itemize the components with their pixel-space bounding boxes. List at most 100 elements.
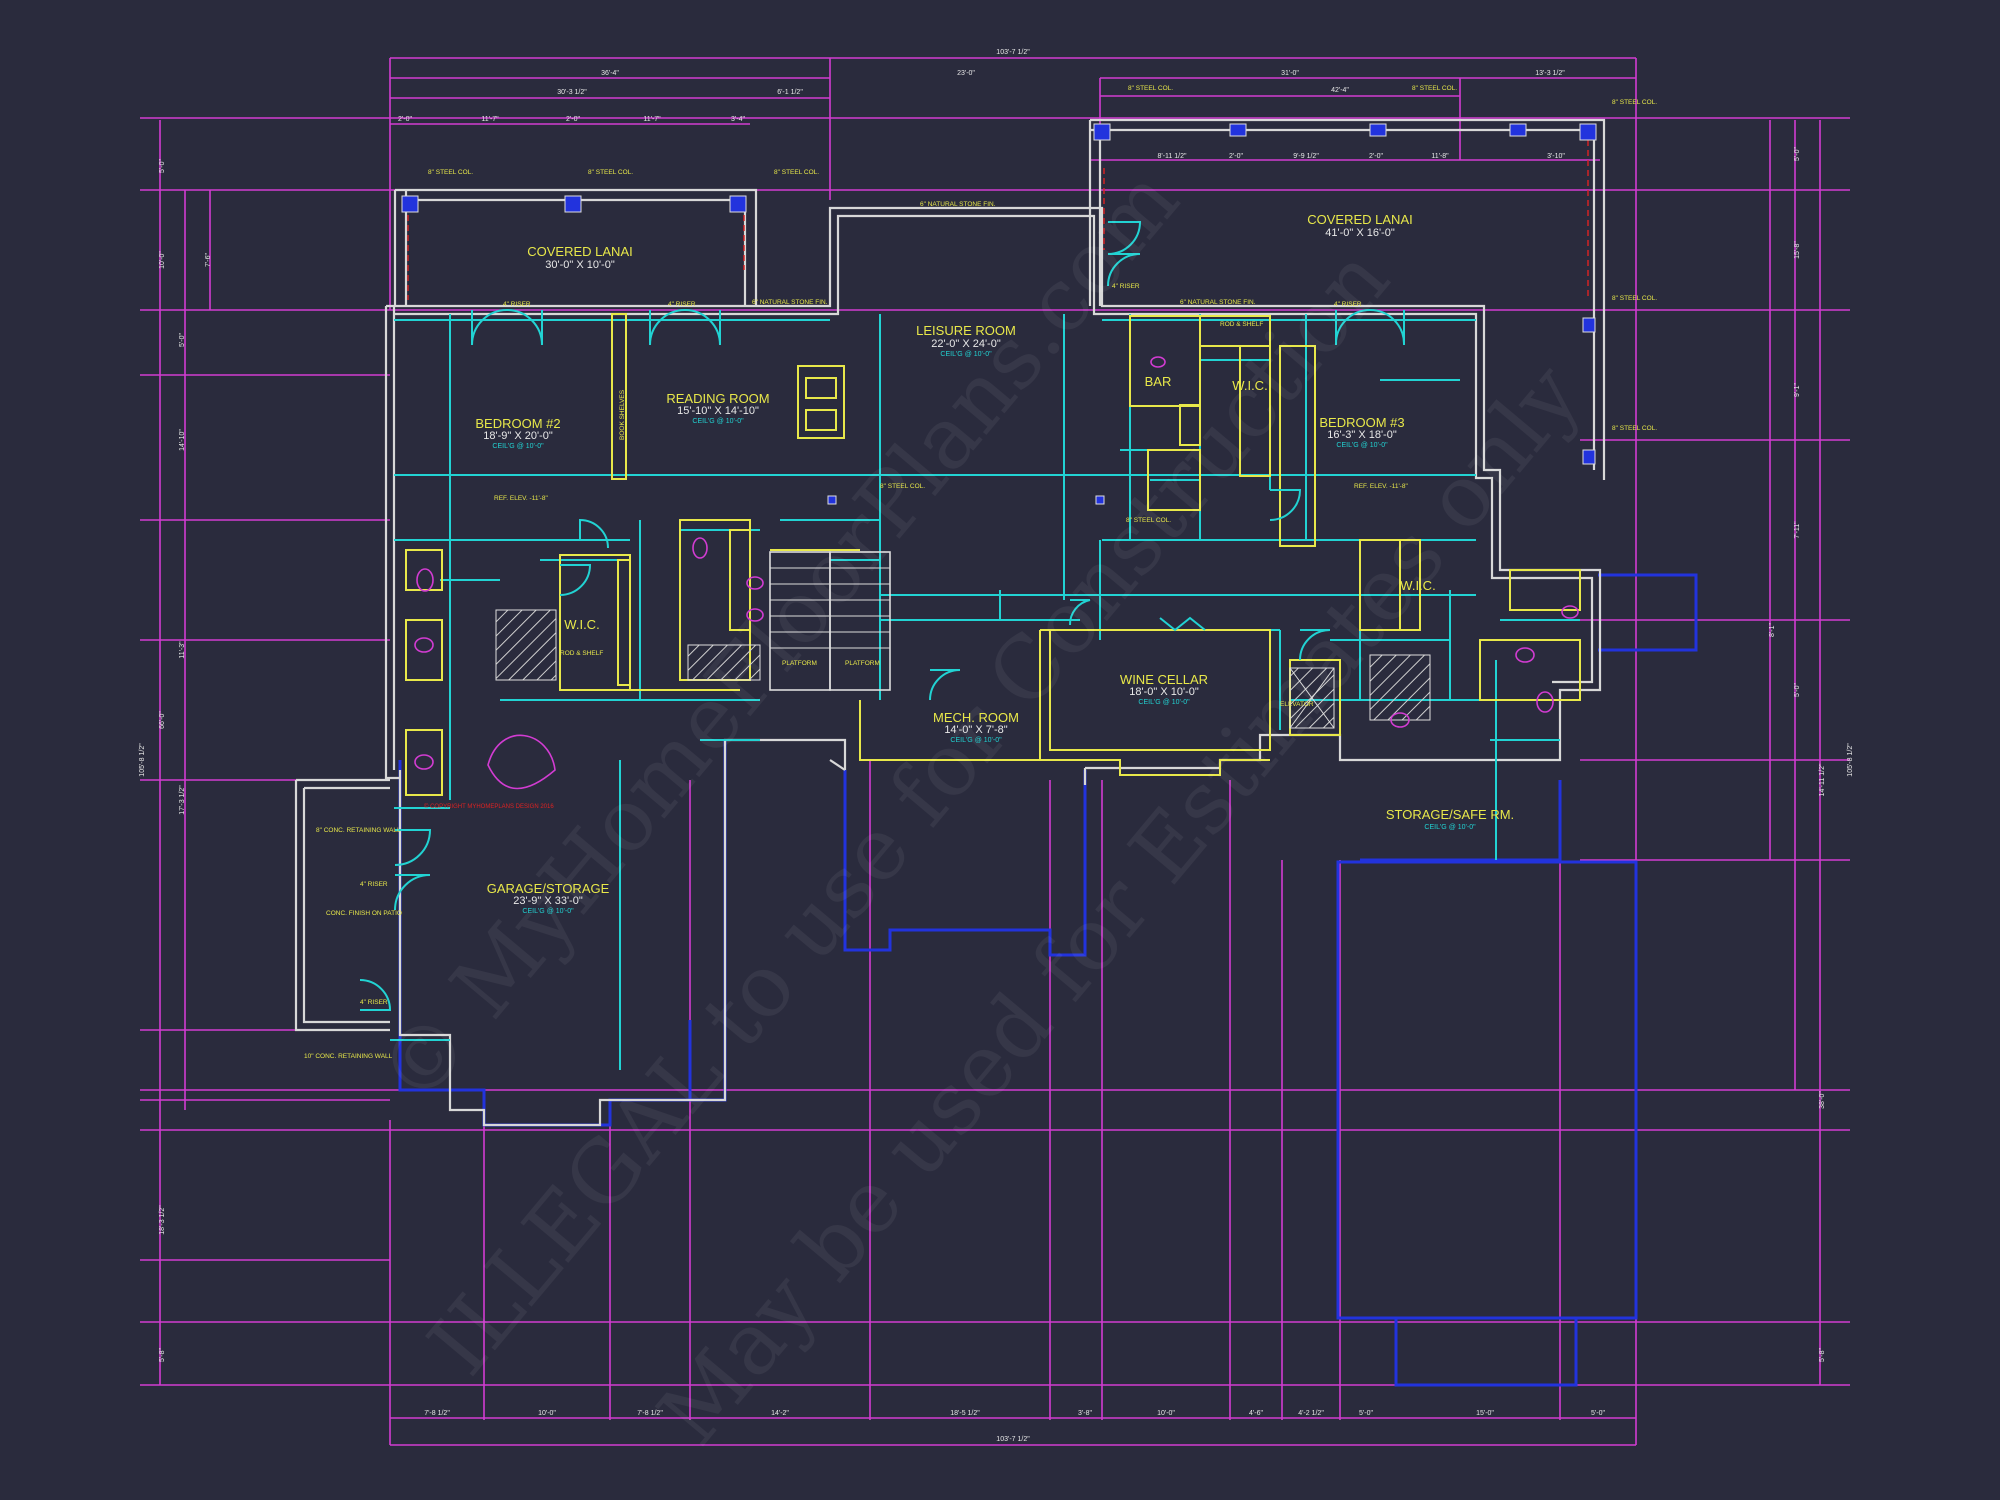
note-steel-col-2: 8" STEEL COL. — [588, 169, 633, 176]
note-elevator: ELEVATOR — [1280, 701, 1314, 708]
note-riser-2: 4" RISER — [668, 301, 696, 308]
dim-bottom-7: 4'-6" — [1249, 1410, 1263, 1417]
tiled-areas — [495, 609, 1431, 729]
dim-left-6: 18'-3 1/2" — [159, 1205, 166, 1235]
dim-right-0: 5'-0" — [1794, 147, 1801, 161]
dim-bottom-0: 7'-8 1/2" — [424, 1410, 450, 1417]
dim-top-12: 8'-11 1/2" — [1158, 153, 1188, 160]
room-name-bedroom-2: BEDROOM #2 — [475, 416, 560, 431]
room-labels: COVERED LANAI 30'-0" X 10'-0" COVERED LA… — [475, 212, 1514, 915]
dim-left-1: 10'-0" — [159, 251, 166, 269]
room-ceil-mech-room: CEIL'G @ 10'-0" — [950, 737, 1002, 744]
room-size-reading-room: 15'-10" X 14'-10" — [677, 405, 759, 417]
dim-bottom-9: 5'-0" — [1359, 1410, 1373, 1417]
note-natural-stone-3: 6" NATURAL STONE FIN. — [1180, 299, 1256, 306]
note-conc-finish: CONC. FINISH ON PATIO — [326, 910, 402, 917]
room-size-wine-cellar: 18'-0" X 10'-0" — [1129, 686, 1199, 698]
dim-bottom-6: 10'-0" — [1157, 1410, 1175, 1417]
room-name-wic-right: W.I.C. — [1400, 578, 1435, 593]
note-conc-wall-10: 10" CONC. RETAINING WALL — [304, 1053, 393, 1060]
note-riser-3: 4" RISER — [1334, 301, 1362, 308]
note-natural-stone-1: 6" NATURAL STONE FIN. — [920, 201, 996, 208]
room-size-leisure-room: 22'-0" X 24'-0" — [931, 338, 1001, 350]
dim-left-0: 5'-0" — [159, 159, 166, 173]
room-ceil-leisure-room: CEIL'G @ 10'-0" — [940, 351, 992, 358]
dim-top-5: 6'-1 1/2" — [777, 89, 803, 96]
steel-columns — [401, 123, 1597, 505]
note-rod-shelf-1: ROD & SHELF — [560, 650, 603, 657]
room-name-reading-room: READING ROOM — [666, 391, 769, 406]
room-name-wic-left: W.I.C. — [564, 617, 599, 632]
dim-bottom-8: 4'-2 1/2" — [1298, 1410, 1324, 1417]
dim-right-1: 15'-8" — [1794, 241, 1801, 259]
dim-top-11: 2'-0" — [398, 116, 412, 123]
layout-lines — [390, 314, 1580, 1070]
dim-right-7: 5'-8" — [1819, 1348, 1826, 1362]
dim-top-2: 31'-0" — [1281, 70, 1299, 77]
dim-top-9: 11'-7" — [643, 116, 661, 123]
room-size-bedroom-3: 16'-3" X 18'-0" — [1327, 429, 1397, 441]
room-size-bedroom-2: 18'-9" X 20'-0" — [483, 430, 553, 442]
dim-right-4: 5'-0" — [1794, 683, 1801, 697]
dim-bottom-total: 103'-7 1/2" — [996, 1436, 1030, 1443]
note-copyright: © COPYRIGHT MYHOMEPLANS DESIGN 2016 — [424, 803, 554, 810]
note-steel-col-8: 8" STEEL COL. — [1612, 425, 1657, 432]
dim-left-5: 11'-3" — [179, 641, 186, 659]
room-name-bar: BAR — [1145, 374, 1172, 389]
lanai-edges — [407, 140, 1589, 300]
room-size-garage-storage: 23'-9" X 33'-0" — [513, 895, 583, 907]
note-steel-col-4: 8" STEEL COL. — [1128, 85, 1173, 92]
room-ceil-bedroom-3: CEIL'G @ 10'-0" — [1336, 442, 1388, 449]
room-size-mech-room: 14'-0" X 7'-8" — [944, 724, 1007, 736]
dim-bottom-5: 3'-8" — [1078, 1410, 1092, 1417]
note-rod-shelf-2: ROD & SHELF — [1220, 321, 1263, 328]
room-name-bedroom-3: BEDROOM #3 — [1319, 415, 1404, 430]
dim-top-17: 3'-10" — [1547, 153, 1565, 160]
note-book-shelves: BOOK SHELVES — [619, 389, 626, 440]
casework-lines — [405, 313, 1581, 796]
dim-left-7: 5'-8" — [159, 1348, 166, 1362]
room-name-garage-storage: GARAGE/STORAGE — [487, 881, 610, 896]
dim-top-1: 23'-0" — [957, 70, 975, 77]
note-steel-col-7: 8" STEEL COL. — [1612, 295, 1657, 302]
dim-top-0: 36'-4" — [601, 70, 619, 77]
room-ceil-wine-cellar: CEIL'G @ 10'-0" — [1138, 699, 1190, 706]
dimension-text: 103'-7 1/2" 103'-7 1/2" 105'-8 1/2" 105'… — [139, 49, 1854, 1443]
doors — [359, 221, 1406, 1011]
note-riser-5: 4" RISER — [360, 881, 388, 888]
dim-top-8: 2'-0" — [566, 116, 580, 123]
dim-right-2: 9'-1" — [1794, 383, 1801, 397]
room-ceil-reading-room: CEIL'G @ 10'-0" — [692, 418, 744, 425]
note-ref-elev-1: REF. ELEV. -11'-8" — [494, 495, 548, 502]
dim-top-15: 2'-0" — [1369, 153, 1383, 160]
room-ceil-storage-safe: CEIL'G @ 10'-0" — [1424, 824, 1476, 831]
dim-top-total: 103'-7 1/2" — [996, 49, 1030, 56]
note-steel-col-9: 8" STEEL COL. — [880, 483, 925, 490]
room-name-covered-lanai-right: COVERED LANAI — [1307, 212, 1412, 227]
dim-bottom-4: 18'-5 1/2" — [950, 1410, 980, 1417]
dim-bottom-3: 14'-2" — [771, 1410, 789, 1417]
room-ceil-garage-storage: CEIL'G @ 10'-0" — [522, 908, 574, 915]
room-size-covered-lanai-right: 41'-0" X 16'-0" — [1325, 227, 1395, 239]
dim-top-3: 13'-3 1/2" — [1535, 70, 1565, 77]
note-riser-4: 4" RISER — [1112, 283, 1140, 290]
room-name-covered-lanai-left: COVERED LANAI — [527, 244, 632, 259]
dim-left-4: 5'-0" — [179, 333, 186, 347]
note-platform-1: PLATFORM — [782, 660, 817, 667]
staircase — [769, 551, 891, 691]
note-steel-col-3: 8" STEEL COL. — [774, 169, 819, 176]
dim-right-5: 14'-11 1/2" — [1819, 763, 1826, 796]
room-size-covered-lanai-left: 30'-0" X 10'-0" — [545, 259, 615, 271]
note-riser-6: 4" RISER — [360, 999, 388, 1006]
room-name-wine-cellar: WINE CELLAR — [1120, 672, 1208, 687]
dim-right-8: 8'-1" — [1769, 623, 1776, 637]
room-name-mech-room: MECH. ROOM — [933, 710, 1019, 725]
dim-top-6: 42'-4" — [1331, 87, 1349, 94]
dim-left-2: 17'-3 1/2" — [179, 785, 186, 815]
annotations: 8" STEEL COL. 8" STEEL COL. 8" STEEL COL… — [304, 85, 1657, 1060]
note-riser-1: 4" RISER — [503, 301, 531, 308]
dim-left-3: 14'-10" — [179, 429, 186, 451]
dim-left-8: 66'-0" — [159, 711, 166, 729]
dim-right-3: 7'-11" — [1794, 521, 1801, 539]
